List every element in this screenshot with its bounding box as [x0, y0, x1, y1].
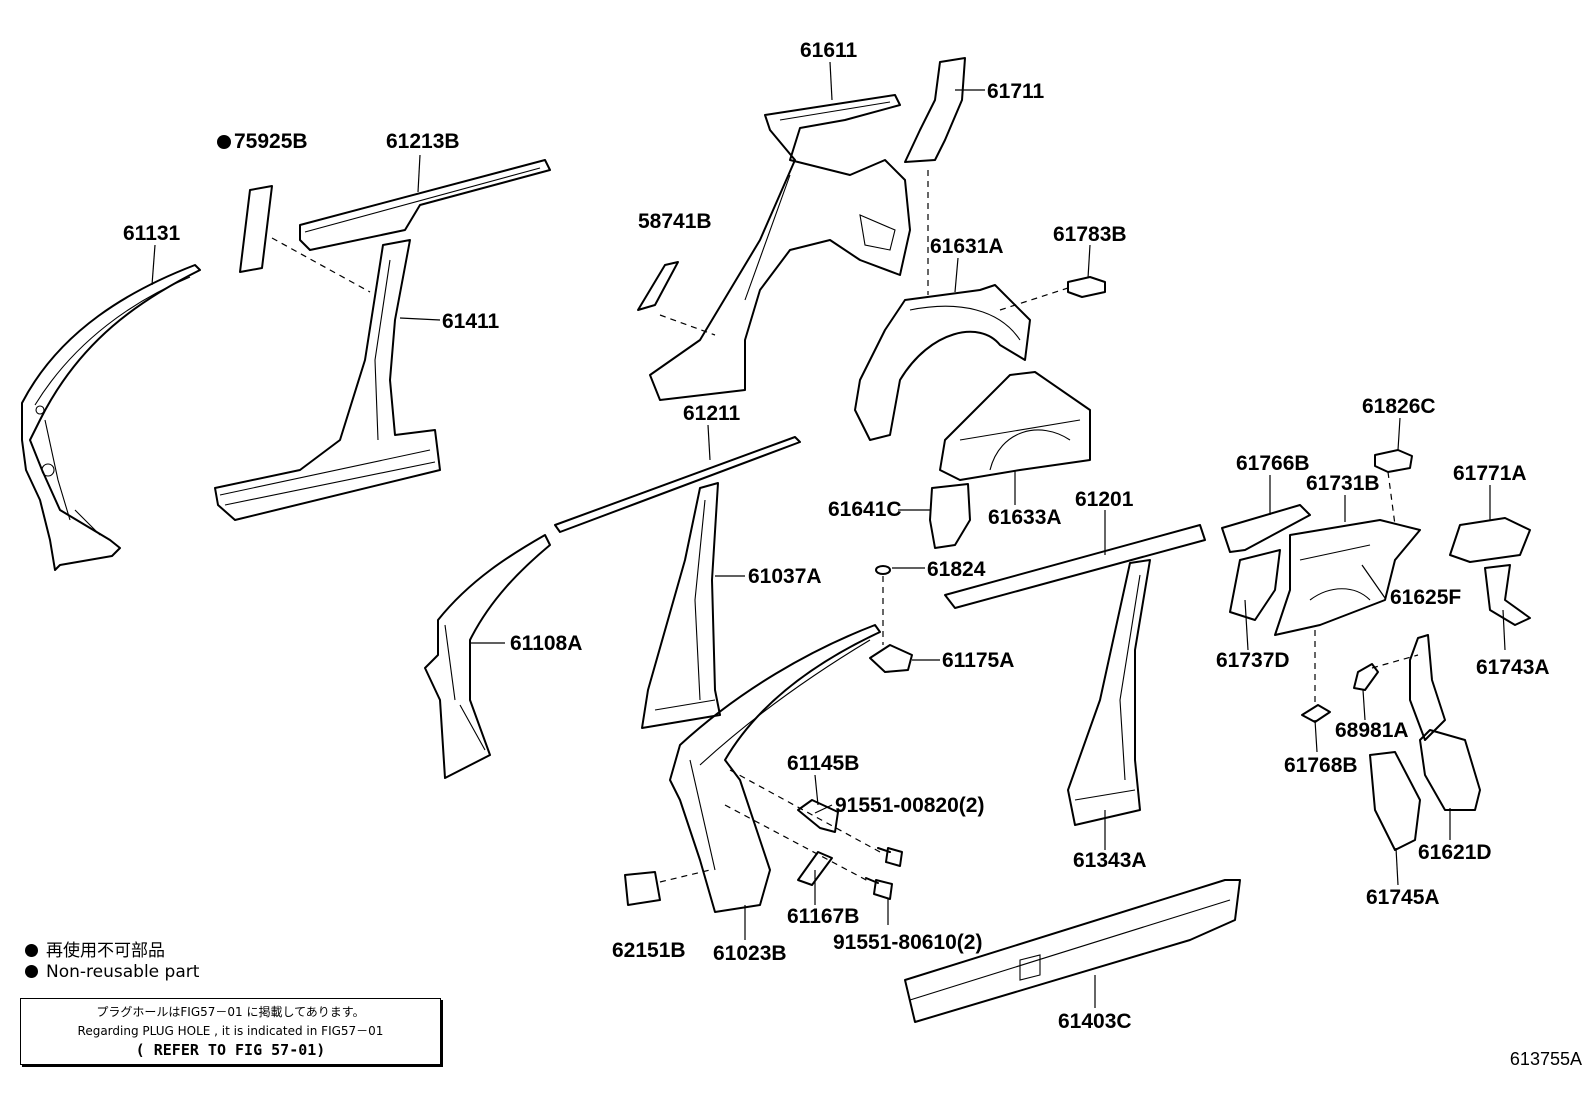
non-reusable-marker	[217, 135, 231, 149]
part-61621D	[1419, 729, 1481, 811]
label-91551-80610: 91551-80610(2)	[833, 931, 982, 954]
legend-en: Non-reusable part	[25, 962, 199, 982]
label-61745A: 61745A	[1366, 886, 1440, 909]
label-61343A: 61343A	[1073, 849, 1147, 872]
label-91551-00820: 91551-00820(2)	[835, 794, 984, 817]
part-61167B	[797, 851, 833, 886]
part-61745A	[1369, 751, 1421, 851]
legend-jp-text: 再使用不可部品	[46, 941, 165, 961]
label-61201: 61201	[1075, 488, 1134, 511]
label-61023B: 61023B	[713, 942, 787, 965]
part-61131-front-pillar	[21, 264, 201, 571]
bolt-91551-00820	[877, 847, 903, 867]
label-61768B: 61768B	[1284, 754, 1358, 777]
label-61641C: 61641C	[828, 498, 902, 521]
part-68981A	[1353, 663, 1379, 691]
figure-code: 613755A	[1509, 1049, 1582, 1069]
part-61826C	[1374, 449, 1413, 473]
part-61213B-roof-rail	[299, 159, 551, 251]
leader-lines	[151, 61, 1506, 1008]
label-61824: 61824	[927, 558, 986, 581]
label-61167B: 61167B	[787, 905, 859, 928]
label-61783B: 61783B	[1053, 223, 1127, 246]
part-61641C	[929, 483, 971, 549]
bullet-icon	[25, 944, 38, 957]
part-61175A	[869, 644, 913, 673]
label-61621D: 61621D	[1418, 841, 1492, 864]
label-61108A: 61108A	[510, 632, 582, 655]
part-61768B	[1301, 704, 1331, 723]
legend-jp: 再使用不可部品	[25, 936, 165, 961]
part-61743A	[1484, 564, 1531, 626]
part-61625F	[1409, 634, 1446, 741]
note-line-3: ( REFER TO FIG 57-01)	[135, 1041, 326, 1059]
part-61108A-front-pillar-inner	[424, 534, 551, 779]
label-61403C: 61403C	[1058, 1010, 1132, 1033]
label-61826C: 61826C	[1362, 395, 1436, 418]
part-61771A	[1449, 517, 1531, 563]
part-61411-center-pillar	[214, 239, 441, 521]
part-61766B	[1221, 504, 1311, 553]
label-75925B: 75925B	[234, 130, 308, 153]
part-61633A-wheelhouse-inner	[939, 371, 1091, 481]
label-61213B: 61213B	[386, 130, 460, 153]
note-line-1: プラグホールはFIG57－01 に掲載してあります。	[96, 1005, 365, 1019]
label-61411: 61411	[442, 310, 500, 333]
part-61211-roof-inner	[554, 436, 801, 533]
part-61403C-rocker	[904, 879, 1241, 1023]
bullet-icon	[25, 965, 38, 978]
label-61743A: 61743A	[1476, 656, 1550, 679]
label-62151B: 62151B	[612, 939, 686, 962]
label-61633A: 61633A	[988, 506, 1062, 529]
label-61771A: 61771A	[1453, 462, 1527, 485]
label-58741B: 58741B	[638, 210, 712, 233]
bolt-91551-80610	[865, 877, 893, 900]
label-61731B: 61731B	[1306, 472, 1380, 495]
part-61783B	[1067, 276, 1106, 298]
part-75925B	[239, 185, 273, 273]
part-61343A-pillar-inner-rear	[1067, 559, 1151, 826]
part-61145B	[797, 799, 839, 833]
note-line-2: Regarding PLUG HOLE , it is indicated in…	[77, 1024, 384, 1038]
part-61201-roof-inner-rear	[944, 524, 1206, 609]
part-61037A-center-pillar-inner	[641, 482, 721, 729]
part-61611-quarter-panel	[649, 94, 911, 401]
part-61824	[875, 565, 891, 575]
part-61711	[904, 57, 966, 163]
label-68981A: 68981A	[1335, 719, 1409, 742]
plug-hole-note: プラグホールはFIG57－01 に掲載してあります。 Regarding PLU…	[20, 998, 441, 1065]
part-61631A-wheelhouse-outer	[854, 284, 1031, 441]
label-61211: 61211	[683, 402, 741, 425]
legend-en-text: Non-reusable part	[46, 962, 200, 982]
part-62151B	[624, 871, 661, 906]
label-61737D: 61737D	[1216, 649, 1290, 672]
label-61766B: 61766B	[1236, 452, 1310, 475]
label-61631A: 61631A	[930, 235, 1004, 258]
label-61711: 61711	[987, 80, 1045, 103]
label-61145B: 61145B	[787, 752, 859, 775]
label-61625F: 61625F	[1390, 586, 1461, 609]
label-61175A: 61175A	[942, 649, 1014, 672]
part-61737D	[1229, 549, 1281, 621]
part-58741B	[637, 261, 679, 311]
label-61131: 61131	[123, 222, 181, 245]
label-61611: 61611	[800, 39, 858, 62]
label-61037A: 61037A	[748, 565, 822, 588]
part-61731B-rear-inner	[1274, 519, 1421, 636]
